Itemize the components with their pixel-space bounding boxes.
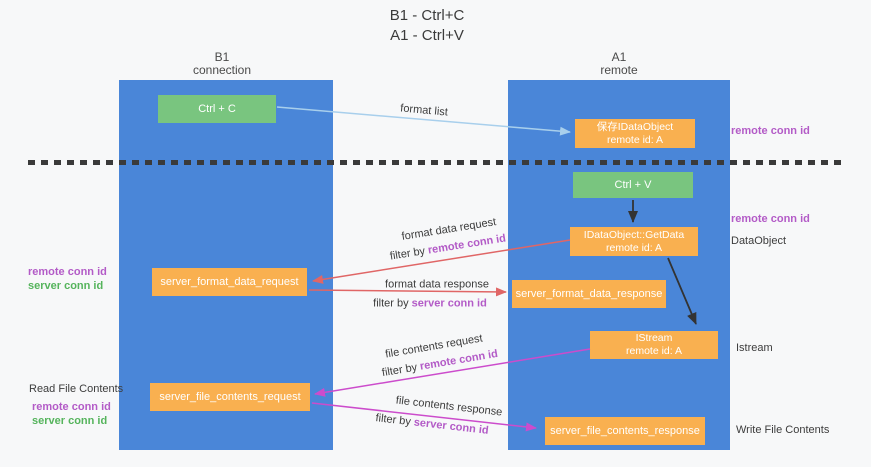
server-conn-id-text: server conn id: [32, 415, 108, 427]
diagram-title-line1: B1 - Ctrl+C: [389, 7, 465, 24]
annotation-write-file-contents: Write File Contents: [736, 424, 830, 436]
label-format-list: format list: [399, 102, 449, 119]
label-format-data-response: format data response: [385, 278, 489, 291]
lane-a1-subtitle: remote: [600, 63, 638, 77]
node-format-response-label: server_format_data_response: [515, 287, 663, 300]
server-conn-id-text: server conn id: [413, 416, 490, 437]
node-istream: IStream remote id: A: [590, 331, 718, 359]
annotation-dataobject: DataObject: [731, 235, 787, 247]
annotation-remote-conn-id-mid: remote conn id: [731, 213, 810, 225]
diagram-title-line2: A1 - Ctrl+V: [390, 27, 464, 44]
filter-by-text: filter by: [374, 412, 412, 429]
annotation-conn-ids-left-2: remote conn id server conn id: [32, 400, 111, 428]
lane-a1-title: A1: [611, 50, 627, 64]
diagram-title: B1 - Ctrl+C A1 - Ctrl+V: [390, 6, 465, 46]
server-conn-id-text: server conn id: [411, 297, 487, 310]
node-getdata-line1: IDataObject::GetData: [583, 228, 685, 241]
node-save-idataobject-line2: remote id: A: [606, 133, 664, 146]
node-ctrl-c-label: Ctrl + C: [198, 102, 236, 115]
node-save-idataobject: 保存IDataObject remote id: A: [575, 119, 695, 148]
node-ctrl-c: Ctrl + C: [158, 95, 276, 123]
node-istream-line1: IStream: [635, 332, 673, 344]
node-idataobject-getdata: IDataObject::GetData remote id: A: [570, 227, 698, 256]
lane-header-b1: B1 connection: [193, 51, 251, 77]
node-save-idataobject-line1: 保存IDataObject: [596, 120, 674, 133]
node-server-file-contents-response: server_file_contents_response: [545, 417, 705, 445]
filter-by-text: filter by: [373, 297, 409, 310]
node-server-file-contents-request: server_file_contents_request: [150, 383, 310, 411]
node-server-format-data-request: server_format_data_request: [152, 268, 307, 296]
filter-by-text: filter by: [381, 361, 419, 380]
node-server-format-data-response: server_format_data_response: [512, 280, 666, 308]
node-file-request-label: server_file_contents_request: [159, 390, 301, 403]
lane-header-a1: A1 remote: [600, 51, 637, 77]
remote-conn-id-text: remote conn id: [32, 401, 111, 413]
annotation-remote-conn-id-top: remote conn id: [731, 125, 810, 137]
node-istream-line2: remote id: A: [625, 345, 683, 357]
annotation-read-file-contents: Read File Contents: [29, 383, 124, 395]
filter-by-text: filter by: [389, 245, 426, 263]
remote-conn-id-text: remote conn id: [28, 266, 107, 278]
lane-b1-title: B1: [214, 50, 230, 64]
node-ctrl-v: Ctrl + V: [573, 172, 693, 198]
node-ctrl-v-label: Ctrl + V: [614, 178, 652, 191]
annotation-conn-ids-left-1: remote conn id server conn id: [28, 265, 107, 293]
node-format-request-label: server_format_data_request: [160, 275, 299, 288]
session-divider-dashed-line: [28, 160, 843, 165]
annotation-istream: Istream: [736, 342, 773, 354]
lane-b1-subtitle: connection: [192, 63, 252, 77]
node-file-response-label: server_file_contents_response: [550, 424, 700, 437]
server-conn-id-text: server conn id: [28, 280, 104, 292]
node-getdata-line2: remote id: A: [605, 241, 663, 254]
